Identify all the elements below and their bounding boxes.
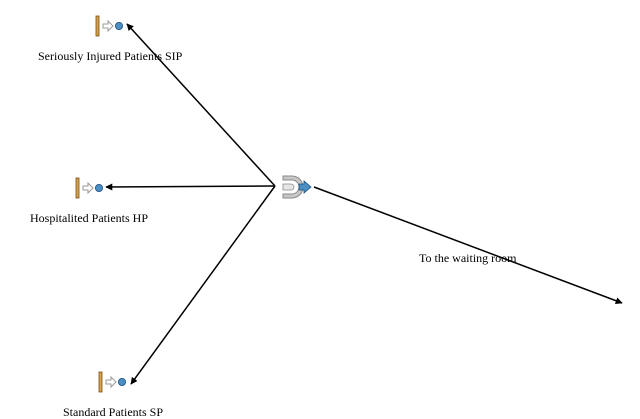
- output-port-icon: [94, 184, 103, 192]
- label-sp: Standard Patients SP: [63, 405, 164, 419]
- source-bar-icon: [75, 177, 80, 199]
- merge-inner-icon: [282, 183, 295, 191]
- output-port-icon: [117, 378, 126, 386]
- source-bar-icon: [95, 15, 100, 37]
- connector-hp[interactable]: [105, 183, 276, 191]
- source-bar-icon: [98, 371, 103, 393]
- merge-node[interactable]: [282, 175, 312, 199]
- connector-sip[interactable]: [126, 23, 276, 187]
- source-node-sip[interactable]: [95, 15, 123, 37]
- label-waiting-room: To the waiting room: [419, 251, 517, 265]
- label-hp: Hospitalited Patients HP: [30, 211, 148, 225]
- connector-waiting-room[interactable]: [313, 186, 623, 305]
- output-port-icon: [114, 22, 123, 30]
- merge-node-icon: [282, 175, 304, 199]
- arrow-right-icon: [102, 19, 114, 33]
- arrow-right-icon: [82, 181, 94, 195]
- label-sip: Seriously Injured Patients SIP: [38, 49, 183, 63]
- source-node-hp[interactable]: [75, 177, 103, 199]
- output-arrow-icon: [298, 180, 312, 194]
- source-node-sp[interactable]: [98, 371, 126, 393]
- arrow-right-icon: [105, 375, 117, 389]
- connector-sp[interactable]: [130, 185, 276, 385]
